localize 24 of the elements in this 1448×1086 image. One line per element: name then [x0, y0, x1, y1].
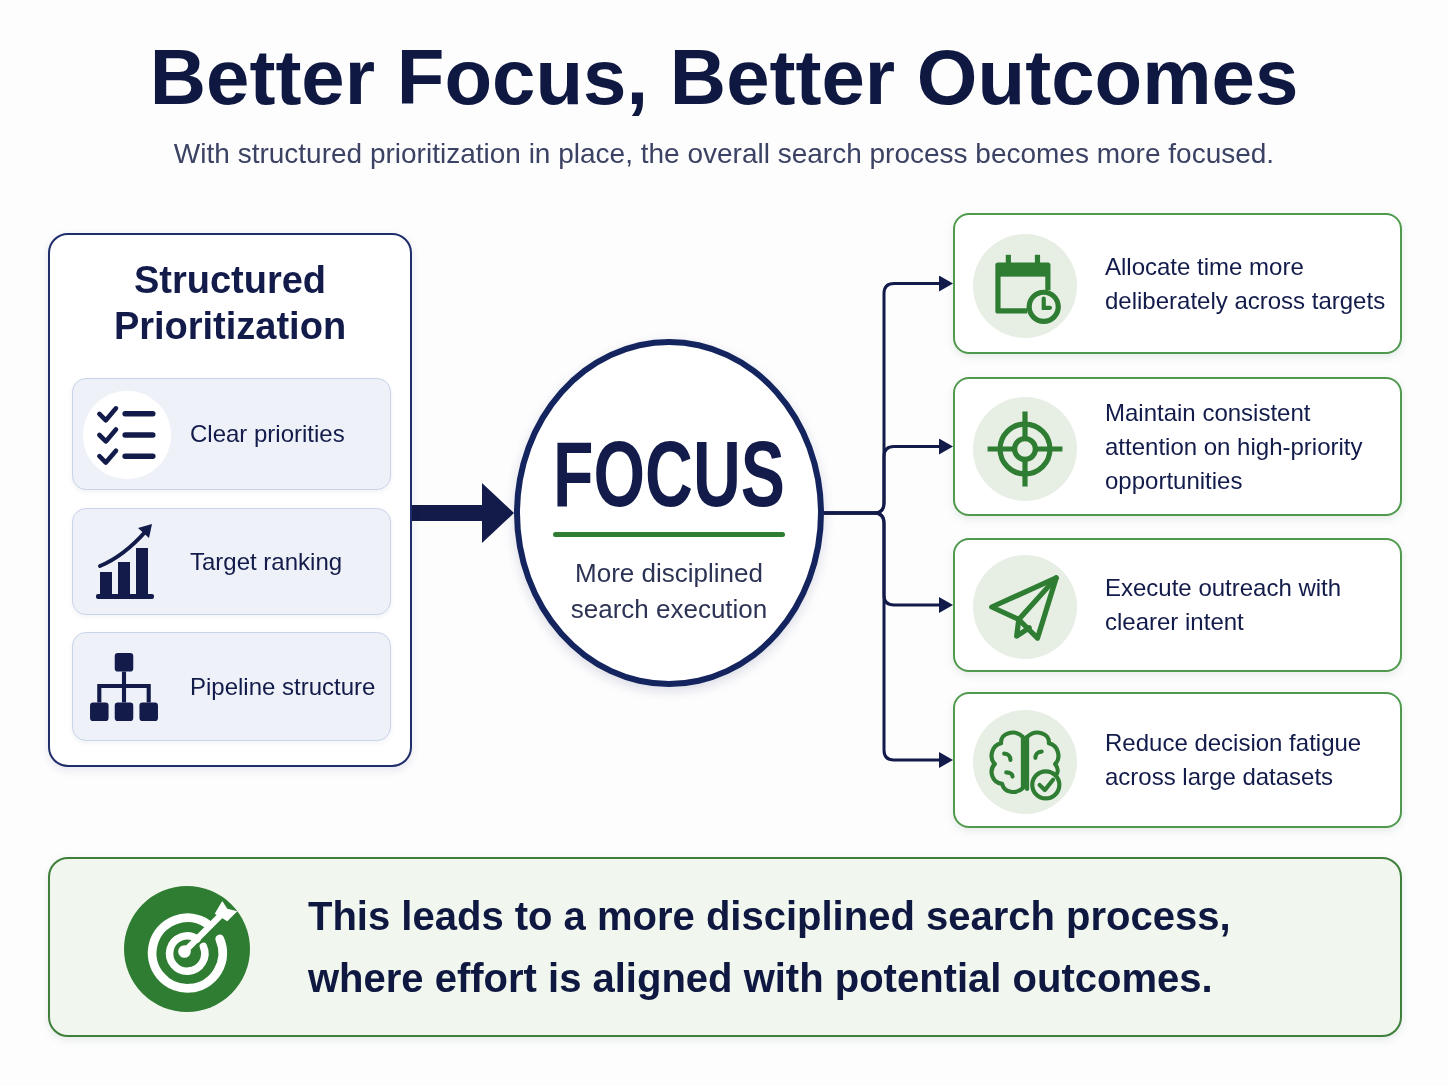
outcome-text: Allocate time more deliberately across targets	[1105, 251, 1387, 316]
outcome-card	[953, 538, 1402, 672]
subtitle: With structured prioritization in place, the overall search process becomes more focused.	[173, 137, 1275, 171]
item-label: Target ranking	[190, 546, 343, 577]
group-panel	[48, 233, 412, 767]
arrow	[412, 483, 514, 543]
outcome-card	[953, 692, 1402, 828]
group-heading: Structured Prioritization	[112, 258, 348, 349]
arrow	[824, 511, 953, 768]
outcome-card	[953, 377, 1402, 516]
list-card	[72, 378, 391, 490]
outcome-text: Reduce decision fatigue across large datasets	[1105, 728, 1363, 792]
item-label: Pipeline structure	[190, 671, 376, 702]
outcome-card	[953, 213, 1402, 354]
outcome-text: Execute outreach with clearer intent	[1105, 573, 1343, 637]
item-label: Clear priorities	[190, 419, 345, 449]
list-card	[72, 508, 391, 615]
summary-banner	[48, 857, 1402, 1037]
focus-subtext: More disciplined search execution	[569, 556, 769, 626]
title: Better Focus, Better Outcomes	[149, 32, 1299, 122]
outcome-text: Maintain consistent attention on high-priority opportunities	[1105, 397, 1364, 496]
focus-label: FOCUS	[553, 425, 785, 522]
list-card	[72, 632, 391, 741]
summary-text: This leads to a more disciplined search process, where effort is aligned with potential outcomes.	[308, 893, 1232, 1002]
